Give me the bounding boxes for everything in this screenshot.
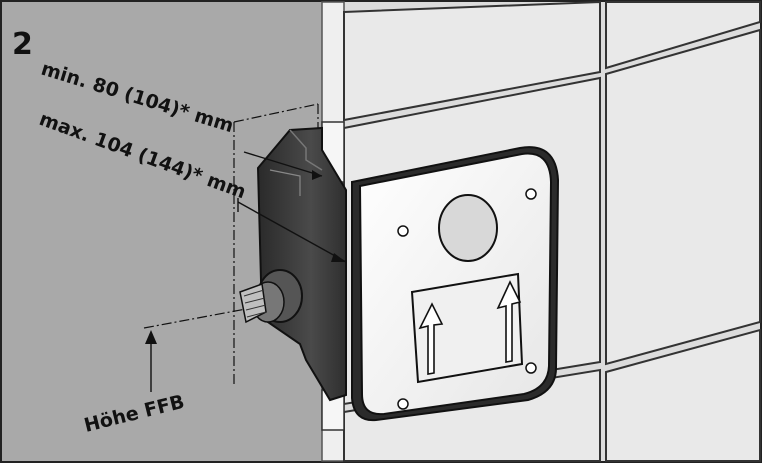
reference-lines (143, 103, 319, 385)
screw-icon (397, 398, 409, 410)
arrow-up-icon (418, 302, 444, 375)
screw-icon (525, 362, 537, 374)
height-reference-line (143, 305, 263, 329)
cover-round-opening (438, 194, 498, 262)
tile (605, 1, 761, 70)
mounting-housing (256, 126, 347, 402)
dimension-lines (237, 151, 347, 263)
wall-reference-line (233, 103, 319, 123)
dimension-line-min (243, 151, 323, 177)
height-indicator (145, 330, 157, 392)
screw-icon (397, 225, 409, 237)
arrow-up-icon (145, 330, 157, 344)
screw-icon (525, 188, 537, 200)
dimension-line-max (237, 201, 347, 263)
cover-panel (410, 272, 524, 384)
step-number: 2 (12, 27, 33, 62)
front-cover (351, 146, 560, 422)
tile (605, 28, 761, 366)
tile (605, 328, 761, 462)
tile (343, 0, 601, 122)
fitting-icon (239, 269, 303, 324)
arrow-up-icon (496, 280, 522, 363)
